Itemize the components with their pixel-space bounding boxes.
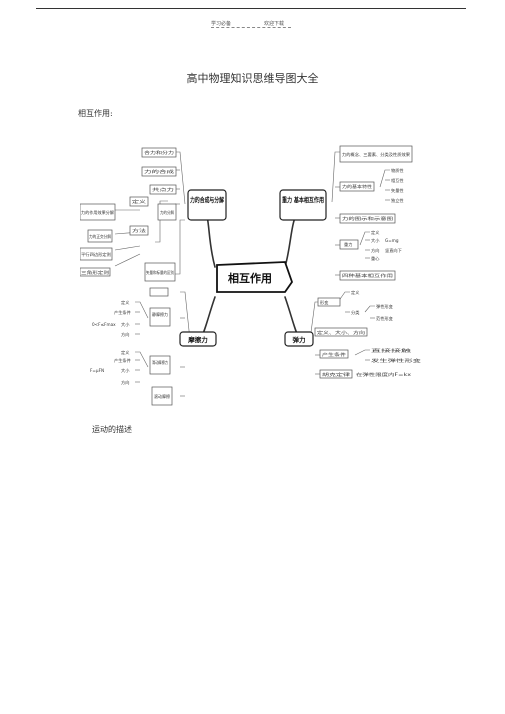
node-label: 方向 bbox=[121, 379, 129, 386]
node-label: 定义 bbox=[121, 299, 130, 306]
node-label: 方向 bbox=[121, 331, 129, 338]
node-label: 竖直向下 bbox=[385, 247, 402, 254]
node-label: 范性形变 bbox=[376, 315, 393, 322]
node-label: 大小 bbox=[121, 321, 130, 328]
node-label: 合力和分力 bbox=[144, 149, 174, 156]
node-label: 矢量和标量的区别 bbox=[146, 269, 174, 276]
branch-composition-label: 力的合成与分解 bbox=[190, 195, 224, 204]
node-label: 形变 bbox=[320, 299, 328, 306]
node-label: 重力 bbox=[344, 241, 352, 248]
node-label: 重心 bbox=[371, 255, 380, 261]
node-label: 大小 bbox=[371, 237, 380, 244]
node-label: 弹性形变 bbox=[376, 303, 393, 310]
header-right: 欢迎下载 bbox=[264, 21, 285, 27]
node-label: 0<F≤Fmax bbox=[92, 322, 116, 327]
node-label: 定义 bbox=[121, 349, 130, 356]
node-label: 产生条件 bbox=[114, 357, 131, 364]
branch-composition-box bbox=[187, 189, 227, 221]
node-label: 四种基本相互作用 bbox=[342, 272, 393, 279]
node-label: 力的正交分解 bbox=[89, 233, 111, 240]
header-left: 学习必备 bbox=[211, 21, 232, 27]
document-title: 高中物理知识思维导图大全 bbox=[186, 72, 319, 85]
center-node-shape bbox=[216, 261, 294, 293]
node-label: 共点力 bbox=[152, 186, 174, 193]
node-label: 产生条件 bbox=[114, 309, 131, 316]
node-label: 相互性 bbox=[391, 177, 404, 184]
node-label: 分类 bbox=[351, 309, 360, 316]
node-label: 大小 bbox=[121, 367, 130, 374]
node-label: 静摩擦力 bbox=[152, 311, 168, 318]
branch-elastic-box bbox=[284, 331, 314, 347]
node-label: 发生弹性形变 bbox=[371, 357, 421, 364]
node-label: 力的基本特性 bbox=[342, 183, 372, 190]
node-label: 力的图示和示意图 bbox=[342, 215, 393, 222]
top-rule bbox=[36, 8, 466, 9]
node-label: F=μFN bbox=[90, 368, 104, 373]
mindmap: 相互作用 力的合成与分解 重力 基本相互作用 摩擦力 弹力 合力和分力 力的合成… bbox=[80, 145, 421, 406]
node-label: 方法 bbox=[132, 227, 146, 234]
node-label: 力的作用效果分解 bbox=[81, 209, 114, 216]
branch-friction-label: 摩擦力 bbox=[188, 335, 208, 344]
node-label: 胡克定律 bbox=[322, 371, 350, 378]
branch-elastic-label: 弹力 bbox=[293, 335, 307, 344]
node-label: 三角形定则 bbox=[81, 269, 109, 276]
branch-gravity-label: 重力 基本相互作用 bbox=[282, 195, 324, 204]
node-label: 定义 bbox=[351, 289, 360, 296]
node-label: G=mg bbox=[385, 238, 399, 243]
node-label: 平行四边形定则 bbox=[81, 251, 111, 258]
section-interaction: 相互作用: bbox=[78, 109, 113, 118]
center-label: 相互作用 bbox=[228, 271, 272, 285]
branch-friction-box bbox=[179, 331, 217, 347]
node-label: 力的分解 bbox=[160, 209, 174, 216]
node-label: 物质性 bbox=[391, 167, 404, 174]
node-label: 在弹性限度内F=kx bbox=[356, 371, 412, 378]
node-label: 滑动摩擦力 bbox=[152, 359, 168, 366]
node-label: 力的合成 bbox=[144, 168, 174, 175]
node-label: 滚动摩擦 bbox=[154, 393, 170, 400]
section-motion: 运动的描述 bbox=[92, 425, 132, 434]
node-label: 直接接触 bbox=[371, 347, 413, 354]
node-label: 独立性 bbox=[391, 197, 404, 204]
node-label: 方向 bbox=[371, 247, 379, 254]
node-label: 产生条件 bbox=[322, 351, 346, 358]
header-underline bbox=[211, 27, 291, 28]
node-label: 定义 bbox=[371, 229, 380, 236]
node-label: 矢量性 bbox=[391, 187, 404, 194]
node-label: 定义 bbox=[132, 198, 147, 205]
node-label: 定义、大小、方向 bbox=[317, 329, 365, 336]
node-label: 力的概念、三要素、分类及性质效果 bbox=[342, 151, 411, 158]
branch-gravity-box bbox=[279, 189, 327, 221]
